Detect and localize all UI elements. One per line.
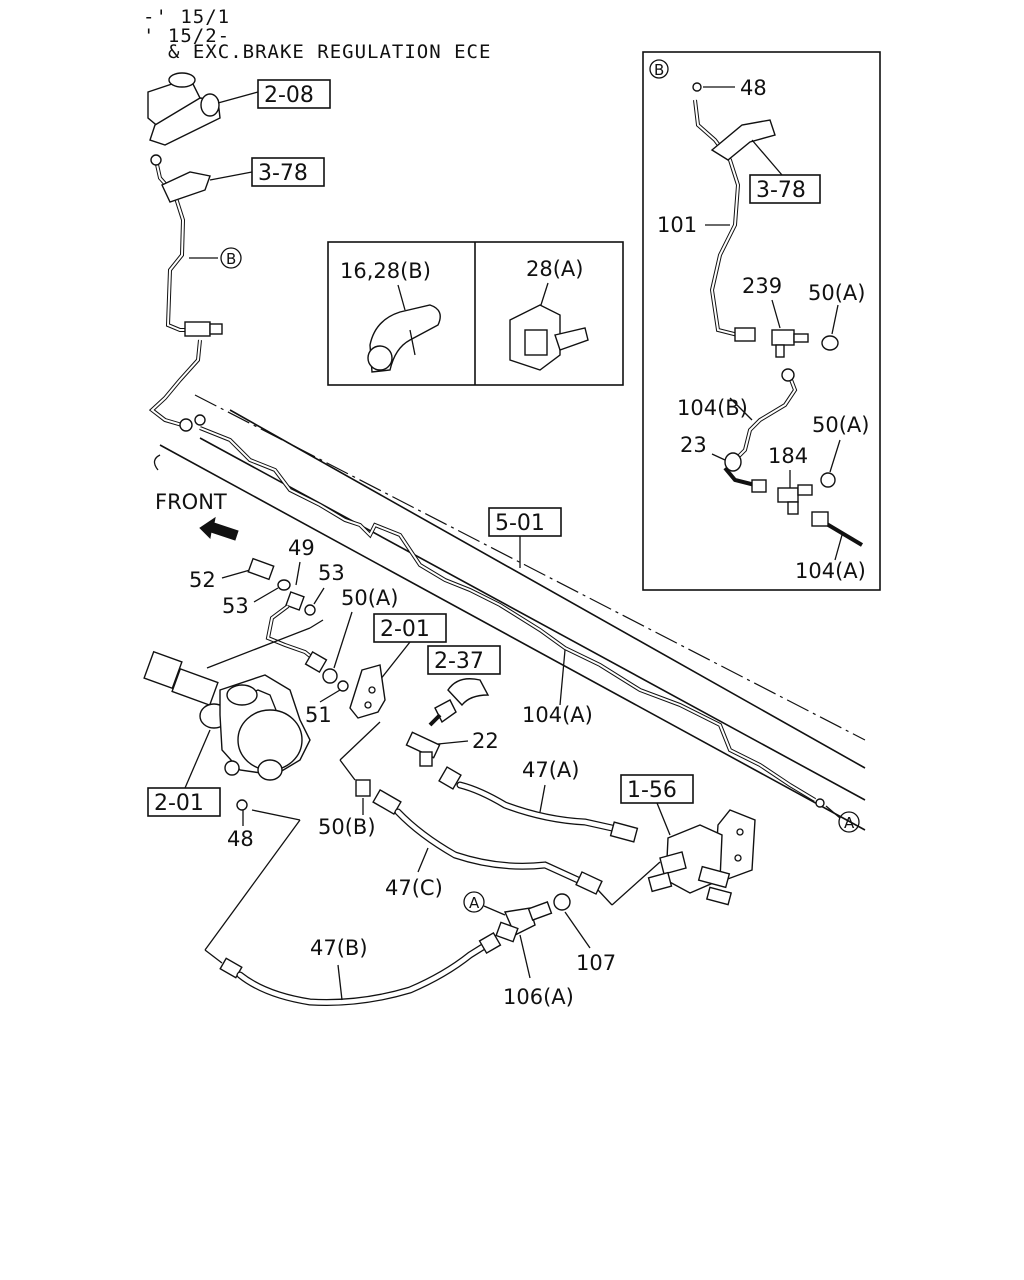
ref-3-78: 3-78: [258, 161, 308, 186]
part-49: 49: [288, 536, 315, 560]
detail-part-50a-upper: 50(A): [808, 281, 865, 305]
ref-2-08: 2-08: [264, 83, 314, 108]
part-47a: 47(A): [522, 758, 579, 782]
detail-b-box: B 48 3-78 101 239 50(A) 104(B) 23: [642, 51, 881, 591]
header-line-3: & EXC.BRAKE REGULATION ECE: [168, 41, 491, 63]
part-50b: 50(B): [318, 815, 376, 839]
detail-part-239: 239: [742, 274, 782, 298]
svg-text:A: A: [844, 814, 855, 832]
brake-pipe-104a: [199, 426, 825, 808]
svg-text:B: B: [226, 250, 236, 268]
part-53-lower: 53: [222, 594, 249, 618]
three-way-joint: [148, 321, 223, 432]
hose-47c: 47(C): [372, 788, 603, 900]
ref-5-01: 5-01: [495, 511, 545, 536]
part-47c: 47(C): [385, 876, 443, 900]
detail-part-104b: 104(B): [677, 396, 748, 420]
diagram-header: -' 15/1 ' 15/2- & EXC.BRAKE REGULATION E…: [143, 6, 491, 63]
master-cylinder-reservoir: [147, 72, 259, 146]
tee-fitting-239: [771, 329, 809, 358]
detail-b-marker: B: [654, 61, 664, 79]
detail-part-101: 101: [657, 213, 697, 237]
front-indicator: FRONT: [155, 490, 239, 541]
header-line-1: -' 15/1: [143, 6, 230, 28]
clip-16-28b-icon: [367, 304, 441, 373]
part-48-main: 48: [227, 827, 254, 851]
hose-2-37: 22: [405, 678, 499, 767]
header-line-2: ' 15/2-: [143, 25, 230, 47]
valve-pipe-assembly: 52 53 49 53 50(A) 51: [189, 536, 398, 727]
marker-a-pipe-end: A: [825, 805, 860, 833]
ref-2-37: 2-37: [434, 649, 484, 674]
part-52: 52: [189, 568, 216, 592]
clip-28a-icon: [509, 304, 589, 371]
front-label: FRONT: [155, 490, 227, 514]
part-50a-main: 50(A): [341, 586, 398, 610]
solenoid-valve-1-56: [647, 809, 756, 906]
connection-lines: [204, 721, 661, 964]
tee-fitting-106a: [495, 901, 553, 943]
part-22: 22: [472, 729, 499, 753]
pipe-104a-callout: 104(A): [522, 649, 593, 727]
ref-2-01-bracket: 2-01: [380, 617, 430, 642]
nut-50b: 50(B): [318, 779, 376, 839]
front-arrow-icon: [199, 516, 239, 541]
clip-label-16-28b: 16,28(B): [340, 259, 431, 283]
detail-part-23: 23: [680, 433, 707, 457]
part-104a: 104(A): [522, 703, 593, 727]
detail-part-50a-lower: 50(A): [812, 413, 869, 437]
tee-fitting-22: [405, 731, 441, 767]
ref-2-01-booster: 2-01: [154, 791, 204, 816]
inset-clips-box: 16,28(B) 28(A): [327, 241, 624, 386]
part-53-upper: 53: [318, 561, 345, 585]
part-107: 107: [576, 951, 616, 975]
exhaust-brake-valve-assembly: 48: [143, 650, 311, 851]
marker-a-tee: A: [469, 894, 480, 912]
hose-47b: 47(B): [219, 931, 502, 1006]
ref-1-56: 1-56: [627, 778, 677, 803]
brake-pipe-101-main: [150, 154, 253, 332]
detail-part-104a: 104(A): [795, 559, 866, 583]
bracket-2-01: [349, 664, 386, 719]
marker-b-main: B: [220, 247, 242, 269]
clip-label-28a: 28(A): [526, 257, 583, 281]
reference-boxes: 2-08 3-78 5-01 2-01 2-37 2-01 1-56: [147, 79, 694, 836]
detail-part-184: 184: [768, 444, 808, 468]
ref-3-78-detail: 3-78: [756, 178, 806, 203]
hose-47a: 47(A): [438, 758, 639, 843]
part-106a: 106(A): [503, 985, 574, 1009]
detail-part-48: 48: [740, 76, 767, 100]
tee-106a-assembly: A 107 106(A): [463, 891, 616, 1009]
tee-fitting-184: [777, 484, 813, 515]
part-51: 51: [305, 703, 332, 727]
part-47b: 47(B): [310, 936, 368, 960]
